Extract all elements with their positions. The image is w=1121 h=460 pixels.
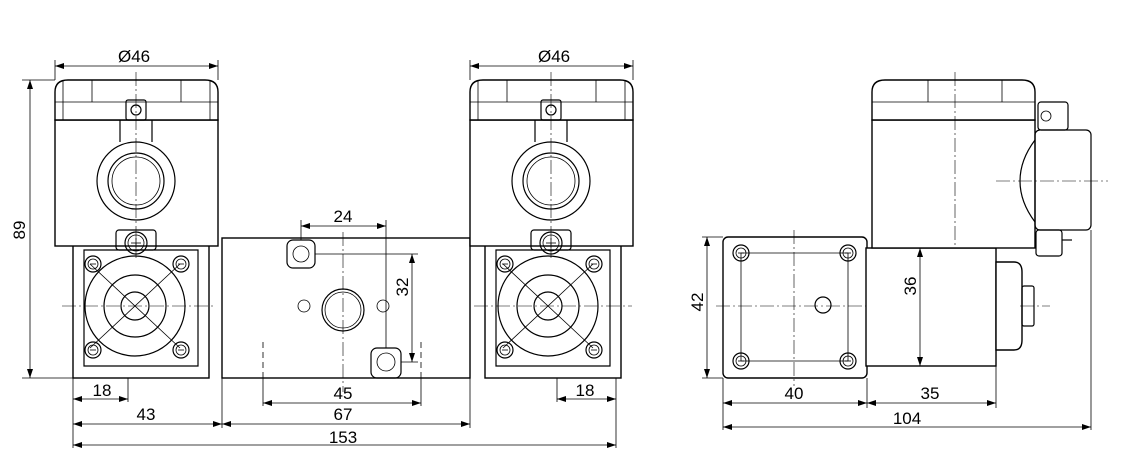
- dim-label: Ø46: [538, 47, 570, 66]
- dim-label: 42: [688, 293, 707, 312]
- dim-label: Ø46: [118, 47, 150, 66]
- dim-width-43: 43: [73, 405, 222, 427]
- dim-label: 45: [334, 384, 353, 403]
- dim-label: 67: [334, 405, 353, 424]
- dim-width-45: 45: [263, 384, 421, 406]
- side-head: [865, 72, 1108, 367]
- dim-label: 104: [893, 409, 921, 428]
- dim-total-153: 153: [73, 428, 616, 448]
- left-valve: [54, 72, 219, 379]
- manifold-block: [221, 232, 471, 392]
- dim-spacing-32: 32: [315, 253, 418, 363]
- dim-label: 153: [329, 428, 357, 447]
- dim-label: 24: [334, 207, 353, 226]
- dim-height-42: 42: [688, 236, 723, 379]
- dim-width-18-left: 18: [73, 381, 128, 402]
- dim-width-35: 35: [867, 384, 996, 406]
- right-valve: [469, 72, 634, 379]
- dim-label: 36: [901, 277, 920, 296]
- side-view: 42 36 40 35: [688, 72, 1108, 430]
- dim-width-67: 67: [222, 405, 470, 427]
- dim-dia-left: Ø46: [54, 47, 219, 80]
- dim-label: 18: [93, 381, 112, 400]
- dim-height-89: 89: [10, 79, 73, 379]
- dim-label: 89: [10, 221, 29, 240]
- dim-width-40: 40: [723, 384, 867, 406]
- dim-total-104: 104: [723, 409, 1091, 430]
- front-view: Ø46 Ø46 89 24: [10, 47, 634, 448]
- dim-label: 18: [576, 381, 595, 400]
- dim-height-36: 36: [901, 248, 923, 366]
- dim-label: 43: [137, 405, 156, 424]
- dim-label: 35: [921, 384, 940, 403]
- dim-dia-right: Ø46: [469, 47, 634, 80]
- dim-label: 32: [393, 278, 412, 297]
- side-flange: [716, 230, 880, 386]
- dim-label: 40: [785, 384, 804, 403]
- dim-spacing-24: 24: [300, 207, 387, 348]
- dim-width-18-right: 18: [557, 381, 616, 402]
